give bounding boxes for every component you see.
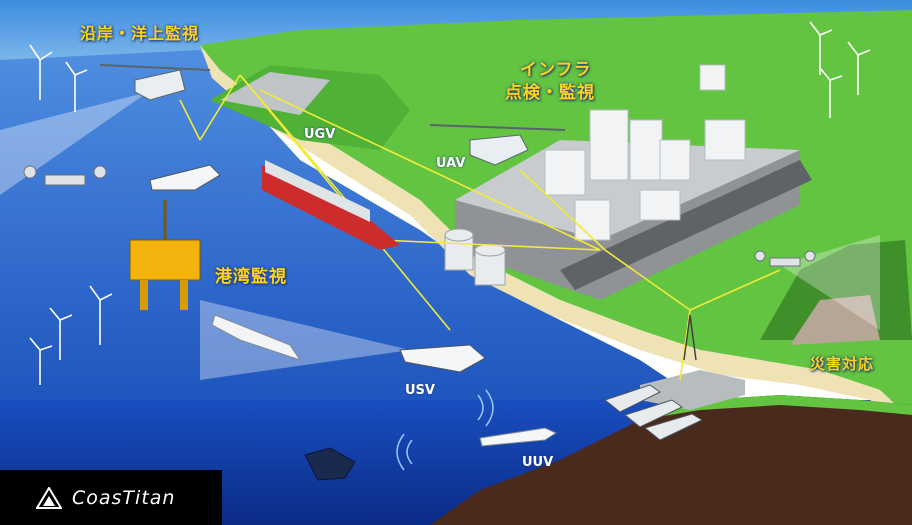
cliff [430, 395, 912, 525]
helicopter-uav [469, 134, 529, 166]
brand-mark-icon [36, 486, 62, 509]
comm-tower [683, 314, 697, 361]
label-usv: USV [405, 383, 435, 398]
buildings [544, 64, 746, 241]
brand-name: CoasTitan [72, 486, 176, 509]
wind-turbines-left [29, 44, 113, 385]
label-port-monitoring: 港湾監視 [215, 267, 287, 287]
beach [200, 45, 912, 430]
submarine [304, 447, 356, 481]
landslide [790, 295, 880, 345]
patrol-ship [211, 314, 302, 361]
label-disaster-response: 災害対応 [810, 355, 875, 373]
label-ugv: UGV [304, 127, 336, 142]
road [560, 160, 812, 290]
label-uuv: UUV [522, 455, 554, 470]
wind-turbines-right [809, 21, 871, 118]
drone-right [754, 250, 816, 267]
label-coastal-monitoring: 沿岸・洋上監視 [80, 24, 200, 43]
usv-beam [200, 300, 410, 380]
label-infra-line2: 点検・監視 [505, 83, 595, 103]
drone-left [23, 165, 107, 186]
label-uav: UAV [436, 156, 466, 171]
drone-beam [780, 235, 880, 330]
container-ship [262, 160, 400, 250]
silos [444, 228, 506, 286]
pier [640, 370, 745, 410]
brand-logo: CoasTitan [0, 470, 222, 525]
uuv-vessel [479, 427, 558, 447]
sonar-waves [396, 389, 494, 471]
docked-usvs [603, 384, 704, 441]
label-infra-line1: インフラ [520, 60, 592, 80]
oil-platform [129, 200, 201, 310]
usv-vessel-upper [149, 164, 221, 191]
usv-vessel [399, 344, 486, 373]
heli-beam [0, 92, 148, 195]
helicopter-coastal [134, 69, 186, 101]
